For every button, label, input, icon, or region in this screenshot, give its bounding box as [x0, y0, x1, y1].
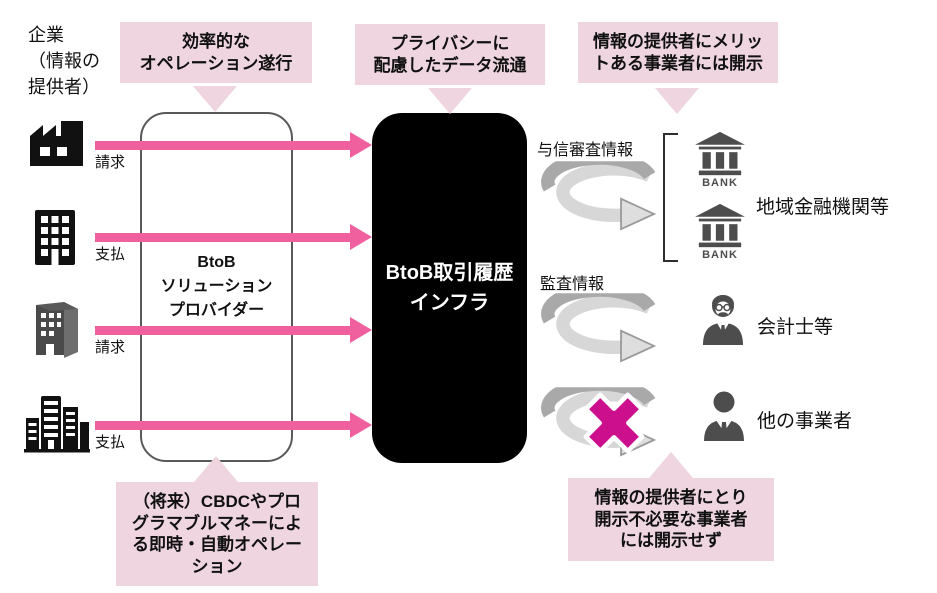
solution-provider-label: BtoB ソリューション プロバイダー — [160, 254, 273, 319]
callout-no-disclosure: 情報の提供者にとり 開示不必要な事業者 には開示せず — [568, 478, 774, 561]
callout-cbdc-future: （将来）CBDCやプロ グラマブルマネーによ る即時・自動オペレー ション — [116, 482, 318, 587]
flow-label: 請求 — [95, 339, 126, 356]
callout-tail-down-icon — [193, 86, 237, 112]
source-title: 企業 （情報の 提供者） — [28, 25, 100, 98]
bank-icon — [692, 203, 748, 249]
city-buildings-icon — [24, 396, 90, 453]
flow-arrowhead-icon — [350, 132, 372, 158]
callout-efficient-operation: 効率的な オペレーション遂行 — [120, 22, 312, 84]
audit-info-label: 監査情報 — [540, 276, 605, 293]
flow-label: 支払 — [95, 434, 126, 451]
target-banks-label: 地域金融機関等 — [756, 197, 890, 218]
callout-tail-down-icon — [655, 88, 699, 114]
factory-icon — [30, 121, 83, 166]
bank-icon — [692, 131, 748, 177]
callout-tail-up-icon — [194, 456, 238, 482]
bank-caption: BANK — [702, 177, 738, 189]
target-other-business-label: 他の事業者 — [757, 411, 853, 432]
target-accountant-label: 会計士等 — [757, 317, 834, 338]
bank-caption: BANK — [702, 249, 738, 261]
blocked-x-icon — [583, 392, 645, 454]
solution-provider-box: BtoB ソリューション プロバイダー — [140, 112, 293, 462]
callout-merit-disclosure: 情報の提供者にメリッ トある事業者には開示 — [578, 22, 778, 84]
flow-arrow — [95, 421, 350, 430]
building-3d-icon — [36, 302, 78, 358]
flow-arrow — [95, 141, 350, 150]
flow-arrowhead-icon — [350, 317, 372, 343]
flow-arrowhead-icon — [350, 412, 372, 438]
business-person-icon — [704, 391, 744, 441]
callout-tail-down-icon — [428, 88, 472, 114]
flow-arrow — [95, 326, 350, 335]
flow-arrowhead-icon — [350, 224, 372, 250]
infra-box: BtoB取引履歴 インフラ — [372, 113, 527, 463]
office-building-icon — [35, 210, 75, 265]
flow-label: 支払 — [95, 246, 126, 263]
flow-arrow — [95, 233, 350, 242]
accountant-icon — [703, 295, 743, 345]
swoosh-arrow-icon — [538, 290, 663, 368]
swoosh-arrow-icon — [538, 158, 663, 236]
group-bracket — [663, 133, 678, 262]
callout-tail-up-icon — [649, 452, 693, 478]
credit-info-label: 与信審査情報 — [537, 142, 634, 159]
infra-label: BtoB取引履歴 インフラ — [385, 262, 514, 314]
flow-label: 請求 — [95, 154, 126, 171]
callout-privacy-data: プライバシーに 配慮したデータ流通 — [355, 24, 545, 86]
